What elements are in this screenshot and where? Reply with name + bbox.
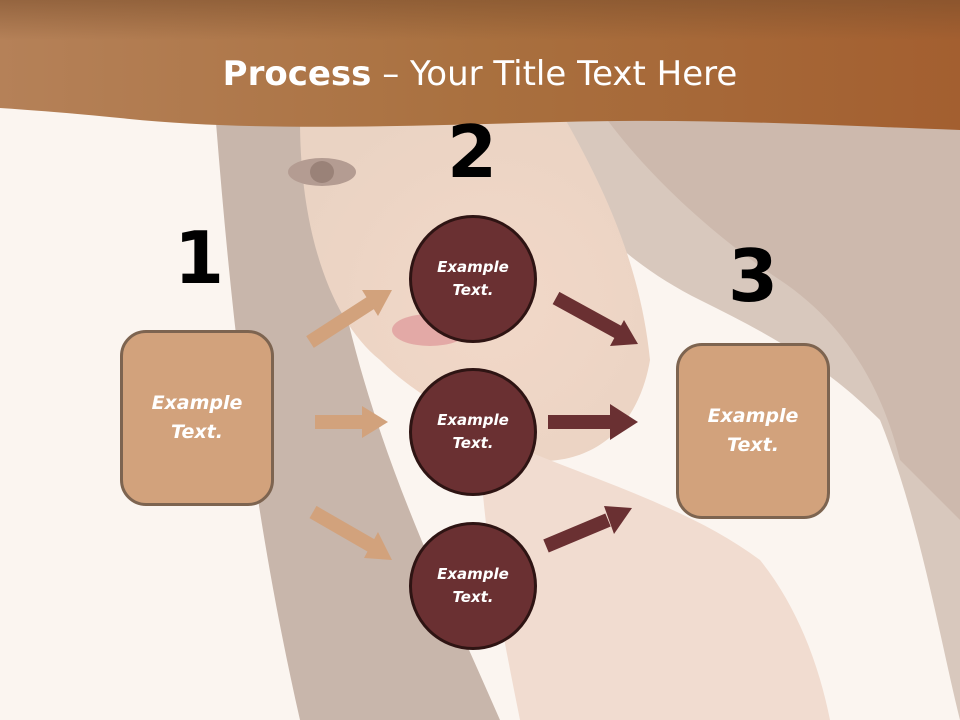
arrowhead-1-to-2c [364,532,392,560]
circle-bottom-text: Example Text. [437,565,509,606]
process-circle-top: Example Text. [409,215,537,343]
arrowhead-2a-to-3 [610,320,638,346]
right-process-box: Example Text. [676,343,830,519]
title-separator: – [371,54,411,94]
arrow-2c-to-3 [543,513,611,553]
circle-top-text: Example Text. [437,258,509,299]
arrowhead-2b-to-3 [610,404,638,440]
title-rest: Your Title Text Here [410,54,738,94]
left-box-text: Example Text. [151,392,243,443]
arrow-1-to-2a [306,296,376,348]
step-number-2: 2 [446,110,498,194]
process-circle-bottom: Example Text. [409,522,537,650]
arrow-1-to-2c [309,505,376,553]
step-number-1: 1 [173,216,225,300]
step-number-3: 3 [727,234,779,318]
arrow-2a-to-3 [552,291,622,339]
right-box-text: Example Text. [707,405,799,456]
left-process-box: Example Text. [120,330,274,506]
slide-title: Process – Your Title Text Here [0,52,960,96]
title-bold: Process [222,54,372,94]
circle-middle-text: Example Text. [437,411,509,452]
arrowhead-1-to-2a [362,290,392,316]
process-circle-middle: Example Text. [409,368,537,496]
arrowhead-1-to-2b [362,406,388,438]
arrowhead-2c-to-3 [604,506,632,534]
